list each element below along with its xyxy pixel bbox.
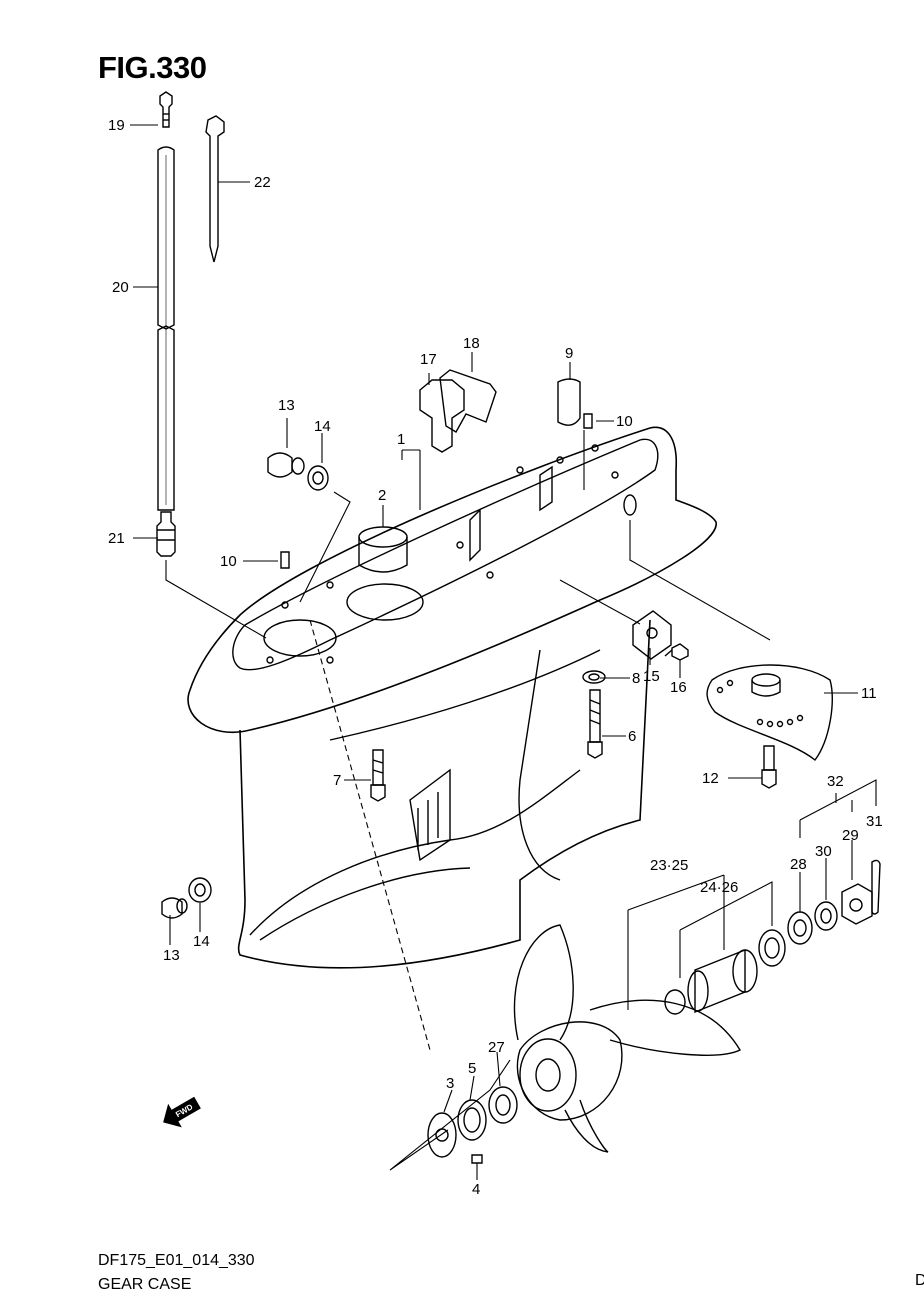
- callout-29: 29: [842, 827, 859, 844]
- callout-19: 19: [108, 117, 125, 134]
- callout-28: 28: [790, 856, 807, 873]
- part-9-seal: [557, 378, 581, 426]
- callout-31: 31: [866, 813, 883, 830]
- part-7-bolt: [370, 749, 386, 802]
- callout-9: 9: [565, 345, 573, 362]
- callout-12: 12: [702, 770, 719, 787]
- part-13-plug-b: [161, 897, 188, 919]
- figure-name: GEAR CASE: [98, 1276, 192, 1293]
- callout-11: 11: [861, 685, 877, 702]
- callout-3: 3: [446, 1075, 454, 1092]
- callout-14-b: 14: [193, 933, 210, 950]
- callout-2: 2: [378, 487, 386, 504]
- callout-30: 30: [815, 843, 832, 860]
- part-28-washer: [787, 911, 813, 945]
- callout-4: 4: [472, 1181, 480, 1198]
- part-15-anode: [632, 610, 672, 660]
- callout-6: 6: [628, 728, 636, 745]
- part-23-25-spacer: [664, 989, 686, 1015]
- callout-13-a: 13: [278, 397, 295, 414]
- part-14-washer-b: [188, 877, 212, 903]
- part-16-bolt: [664, 643, 689, 661]
- part-31-cotter-pin: [871, 859, 881, 915]
- part-22-cable-tie: [205, 115, 225, 263]
- callout-5: 5: [468, 1060, 476, 1077]
- callout-17: 17: [420, 351, 437, 368]
- part-propeller: [513, 924, 741, 1153]
- part-6-bolt: [587, 689, 603, 759]
- callout-18: 18: [463, 335, 480, 352]
- part-12-bolt: [761, 745, 777, 789]
- callout-32: 32: [827, 773, 844, 790]
- callout-23-25: 23·25: [650, 857, 688, 874]
- edge-mark: D: [915, 1272, 924, 1289]
- callout-20: 20: [112, 279, 129, 296]
- part-10-pin-b: [280, 551, 290, 569]
- part-3-hub: [427, 1112, 457, 1158]
- callout-8: 8: [632, 670, 640, 687]
- part-washer-large: [758, 929, 786, 967]
- part-10-pin-a: [583, 413, 593, 429]
- callout-labels: 19 22 20 21 18 17 9 10 13 14 1 2 10 8 15…: [108, 117, 883, 1198]
- part-27-thrust-washer: [488, 1086, 518, 1124]
- part-11-trim-tab: [706, 664, 833, 761]
- part-17-guide: [419, 379, 465, 453]
- part-4-pin: [471, 1154, 483, 1164]
- part-18-plate: [439, 369, 497, 433]
- callout-14-a: 14: [314, 418, 331, 435]
- part-30-washer: [814, 901, 838, 931]
- gear-case-housing: [187, 426, 717, 969]
- part-21-fitting: [156, 511, 176, 557]
- part-19-clip: [159, 91, 173, 128]
- fwd-arrow-icon: FWD: [163, 1096, 201, 1128]
- water-intake-grill: [409, 768, 451, 862]
- part-14-washer-a: [307, 465, 329, 491]
- callout-10-a: 10: [616, 413, 633, 430]
- part-5-ring: [457, 1099, 487, 1141]
- part-13-plug-a: [267, 452, 305, 478]
- callout-27: 27: [488, 1039, 505, 1056]
- callout-10-b: 10: [220, 553, 237, 570]
- callout-16: 16: [670, 679, 687, 696]
- callout-21: 21: [108, 530, 125, 547]
- figure-code: DF175_E01_014_330: [98, 1252, 255, 1269]
- callout-22: 22: [254, 174, 271, 191]
- callout-13-b: 13: [163, 947, 180, 964]
- callout-1: 1: [397, 431, 405, 448]
- callout-7: 7: [333, 772, 341, 789]
- callout-24-26: 24·26: [700, 879, 738, 896]
- part-29-nut: [841, 883, 873, 925]
- callout-15: 15: [643, 668, 660, 685]
- part-8-washer: [582, 670, 606, 684]
- part-20-shift-rod: [157, 146, 175, 511]
- part-24-26-bushing: [687, 948, 758, 1014]
- leader-lines: [130, 124, 877, 1180]
- figure-title: FIG.330: [98, 50, 207, 85]
